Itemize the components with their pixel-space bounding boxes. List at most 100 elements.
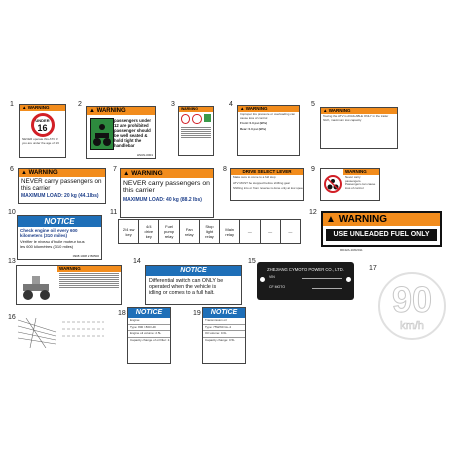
- relay-cell: 2/4 sw key: [119, 220, 140, 243]
- label-5-header: ▲ WARNING: [321, 108, 397, 114]
- label-2-line5: hold tight the: [114, 138, 142, 143]
- warning-icon: ▲: [323, 108, 328, 113]
- label-5-header-text: WARNING: [328, 108, 351, 113]
- label-8-item: ATV MUST be stopped before shifting gear: [233, 180, 291, 185]
- plate-value-field: [312, 285, 342, 289]
- label-4-rear: Rear: 0.3 psi (kPa): [240, 126, 267, 131]
- label-8-item: Shifting into or from reverse is done on…: [233, 186, 303, 191]
- label-1-header: ▲ WARNING: [20, 105, 65, 111]
- label-13-warning: WARNING: [16, 265, 122, 305]
- label-19-row: Type: 75W/90 GL-4: [203, 325, 245, 332]
- relay-cells: 2/4 sw key 4/4 drive key Fuel pump relay…: [119, 220, 300, 243]
- label-14-differential-notice: NOTICE Differential switch can ONLY be o…: [145, 265, 242, 305]
- label-11-relay-chart: 2/4 sw key 4/4 drive key Fuel pump relay…: [118, 219, 301, 244]
- label-number-13: 13: [8, 258, 16, 265]
- label-10-line2: kilometers (310 miles): [20, 233, 68, 238]
- label-19-header: NOTICE: [203, 308, 245, 318]
- relay-cell: —: [240, 220, 261, 243]
- label-5-body: Towing the ATV is AVAILABLE ONLY in the …: [323, 114, 389, 122]
- label-13-header-text: WARNING: [59, 266, 81, 271]
- label-number-14: 14: [133, 258, 141, 265]
- label-10-line1: Check engine oil every 600: [20, 228, 78, 233]
- speed-value: 90: [391, 279, 433, 320]
- label-number-16: 16: [8, 314, 16, 321]
- relay-cell: —: [288, 229, 293, 234]
- label-13-header: WARNING: [57, 266, 121, 272]
- label-14-line1: Differential switch can ONLY be: [149, 278, 224, 284]
- label-number-11: 11: [110, 209, 118, 216]
- label-number-10: 10: [8, 209, 16, 216]
- label-12-header: ▲ WARNING: [323, 213, 440, 226]
- label-number-5: 5: [311, 101, 315, 108]
- warning-icon: ▲: [240, 106, 245, 111]
- label-4-tire-pressure-warning: ▲ WARNING Improper tire pressure or over…: [237, 105, 300, 156]
- label-number-6: 6: [10, 166, 14, 173]
- label-2-line4: be well seated &: [114, 133, 148, 138]
- label-12-body: USE UNLEADED FUEL ONLY: [326, 229, 437, 241]
- no-under-16-badge: UNDER 16: [30, 113, 55, 137]
- label-16-line-diagram: [17, 318, 57, 348]
- label-number-7: 7: [113, 166, 117, 173]
- label-6-max-load: MAXIMUM LOAD: 20 kg (44.1lbs): [21, 193, 99, 199]
- label-2-line1: passengers under: [114, 118, 152, 123]
- age-badge-text: 16: [37, 123, 48, 133]
- label-19-transmission-oil-notice: NOTICE Transmission oil Type: 75W/90 GL-…: [202, 307, 246, 364]
- atv-side-pictogram: [20, 274, 54, 302]
- label-10-line4: les 600 kilomètres (310 miles): [20, 244, 74, 249]
- label-9-body: Never carry passengers. Passengers can c…: [345, 175, 376, 190]
- label-6-carrier-warning: ▲ WARNING NEVER carry passengers on this…: [18, 168, 106, 204]
- label-1-small-text: NEVER operate this ATV if you are under …: [22, 137, 59, 145]
- label-7-max-load: MAXIMUM LOAD: 40 kg (88.2 lbs): [123, 197, 202, 203]
- under-badge-text: UNDER: [35, 118, 50, 123]
- green-info-icon: [203, 114, 211, 122]
- label-19-row: Transmission oil: [203, 318, 245, 325]
- label-number-8: 8: [223, 166, 227, 173]
- label-2-header-text: WARNING: [96, 108, 126, 114]
- plate-value-field: [302, 275, 342, 279]
- label-9-header-text: WARNING: [345, 169, 367, 174]
- label-2-header: ▲ WARNING: [87, 107, 155, 115]
- label-15-line2: VIN: [269, 275, 275, 279]
- label-18-row: Capacity change of oil filter: 2.8L: [130, 337, 170, 342]
- label-18-engine-oil-notice: NOTICE Engine: Type: 800 / 800 HD Engine…: [127, 307, 171, 364]
- label-1-header-text: WARNING: [27, 105, 50, 110]
- plate-hole-icon: [346, 277, 351, 282]
- label-number-1: 1: [10, 101, 14, 108]
- label-14-header: NOTICE: [146, 266, 241, 276]
- label-18-row: Engine:: [128, 318, 170, 325]
- label-10-code: 0908 1008 2 B0500: [72, 254, 99, 258]
- label-4-header: ▲ WARNING: [238, 106, 299, 112]
- label-8-drive-select-lever: DRIVE SELECT LEVER Make sure to come to …: [230, 168, 304, 201]
- warning-icon: ▲: [22, 105, 27, 110]
- label-19-row: Oil volume: 0.6L: [203, 331, 245, 338]
- label-2-line3: passenger should: [114, 128, 151, 133]
- label-18-header: NOTICE: [128, 308, 170, 318]
- prohibition-icon: [181, 114, 191, 124]
- label-15-line3: CF MOTO: [269, 285, 286, 289]
- speed-unit: km/h: [400, 320, 424, 333]
- label-10-line3: Vérifier le niveau d'huile moteur tous: [20, 239, 85, 244]
- label-7-header: ▲ WARNING: [121, 169, 213, 178]
- label-number-19: 19: [193, 310, 201, 317]
- label-7-line1: NEVER carry passengers on: [123, 180, 210, 187]
- label-10-header: NOTICE: [18, 216, 101, 227]
- prohibition-icon: [192, 114, 202, 124]
- label-number-3: 3: [171, 101, 175, 108]
- label-5-towing-warning: ▲ WARNING Towing the ATV is AVAILABLE ON…: [320, 107, 398, 149]
- label-number-4: 4: [229, 101, 233, 108]
- no-passenger-icon: [324, 175, 342, 193]
- relay-cell: Fuel pump relay: [159, 220, 180, 243]
- label-7-line2: this carrier: [123, 187, 155, 194]
- label-2-code: HSUN-0001: [136, 153, 153, 157]
- label-8-item: Make sure to come to a full stop: [233, 175, 276, 179]
- relay-cell: Fan relay: [180, 220, 200, 243]
- label-2-passenger-warning: ▲ WARNING passengers under 12 are prohib…: [86, 106, 156, 159]
- label-16-arrow-diagram: [62, 321, 104, 337]
- label-15-line1: ZHEJIANG CYMOTO POWER CO., LTD.: [267, 267, 344, 272]
- label-12-header-text: WARNING: [338, 214, 388, 225]
- label-4-header-text: WARNING: [245, 106, 268, 111]
- plate-hole-icon: [260, 277, 265, 282]
- warning-icon: ▲: [326, 214, 336, 225]
- label-18-row: Engine oil volume: 2.5L: [128, 331, 170, 338]
- label-number-15: 15: [248, 258, 256, 265]
